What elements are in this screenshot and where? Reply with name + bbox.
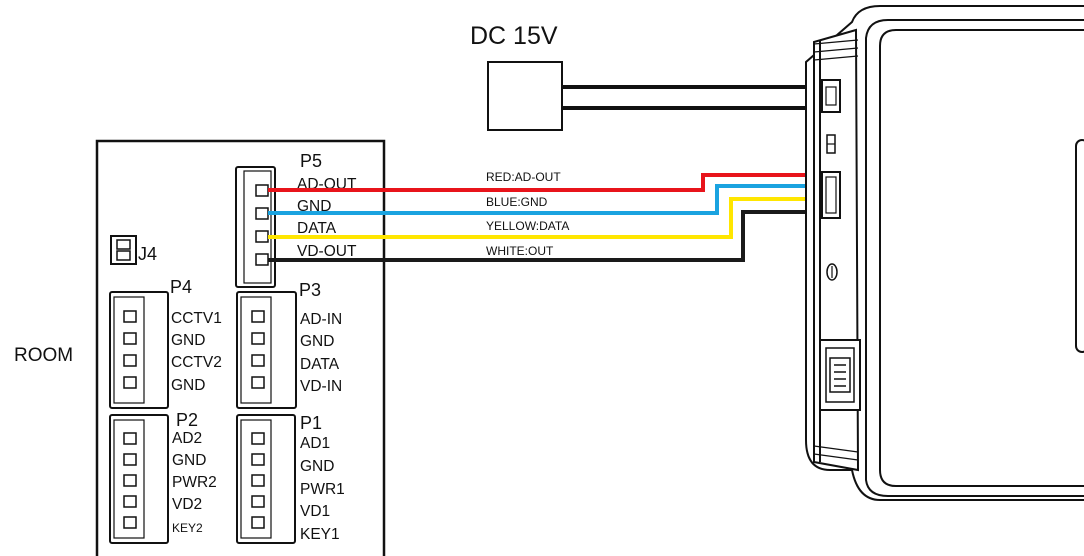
p3-pin-label: DATA	[300, 356, 340, 373]
connector-p2	[109, 414, 169, 544]
p4-pin-label: GND	[171, 332, 205, 349]
p1-pin-label: AD1	[300, 435, 330, 452]
power-label: DC 15V	[470, 22, 558, 50]
wire-red-ad-out	[268, 173, 822, 192]
p1-pin	[251, 516, 265, 529]
p1-label: P1	[300, 413, 322, 433]
p2-pin	[123, 432, 137, 445]
monitor-device	[805, 5, 1084, 501]
p5-pin-label: VD-OUT	[297, 243, 357, 260]
p3-pin	[251, 376, 265, 389]
p2-pin	[123, 495, 137, 508]
connector-p4	[109, 291, 169, 409]
j4-jumper	[110, 235, 137, 265]
p1-pin	[251, 474, 265, 487]
p2-pin-label: VD2	[172, 496, 202, 513]
p3-pin-label: AD-IN	[300, 311, 342, 328]
p1-pin	[251, 495, 265, 508]
p4-pin-label: CCTV1	[171, 310, 222, 327]
p2-pin	[123, 453, 137, 466]
p3-pin	[251, 332, 265, 345]
p1-pin-label: KEY1	[300, 526, 340, 543]
p3-pin-label: GND	[300, 333, 334, 350]
p1-pin	[251, 453, 265, 466]
wire-yellow-data	[268, 197, 822, 239]
p3-pin-label: VD-IN	[300, 378, 342, 395]
wire-label-yellow: YELLOW:DATA	[486, 219, 569, 233]
wire-blue-gnd	[268, 184, 822, 215]
p2-pin-label: AD2	[172, 430, 202, 447]
power-supply-box	[487, 61, 563, 131]
p4-label: P4	[170, 277, 192, 297]
connector-p3	[236, 291, 297, 409]
room-label: ROOM	[14, 345, 73, 366]
wire-label-white: WHITE:OUT	[486, 244, 554, 258]
p5-pin	[255, 207, 269, 220]
p5-pin-label: DATA	[297, 220, 337, 237]
p2-pin-label: KEY2	[172, 521, 203, 535]
p2-pin-label: GND	[172, 452, 206, 469]
p2-pin-label: PWR2	[172, 474, 217, 491]
j4-label: J4	[138, 244, 157, 264]
p4-pin-label: GND	[171, 377, 205, 394]
p5-pin	[255, 230, 269, 243]
p4-pin	[123, 354, 137, 367]
p1-pin	[251, 432, 265, 445]
monitor-switch	[826, 134, 836, 154]
p5-pin-label: GND	[297, 198, 331, 215]
p2-pin	[123, 516, 137, 529]
p3-pin	[251, 310, 265, 323]
p1-pin-label: GND	[300, 458, 334, 475]
p5-pin	[255, 184, 269, 197]
monitor-power-port	[821, 79, 841, 113]
connector-p1	[236, 414, 296, 544]
monitor-network-port	[819, 339, 861, 411]
p4-pin-label: CCTV2	[171, 354, 222, 371]
p3-pin	[251, 354, 265, 367]
p4-pin	[123, 310, 137, 323]
p4-pin	[123, 376, 137, 389]
connector-p5	[235, 166, 276, 288]
p2-label: P2	[176, 410, 198, 430]
p4-pin	[123, 332, 137, 345]
room-board	[95, 139, 386, 556]
p5-label: P5	[300, 151, 322, 171]
p2-pin	[123, 474, 137, 487]
monitor-round-button	[826, 263, 838, 281]
p1-pin-label: VD1	[300, 503, 330, 520]
p1-pin-label: PWR1	[300, 481, 345, 498]
p3-label: P3	[299, 280, 321, 300]
p5-pin	[255, 253, 269, 266]
wire-label-red: RED:AD-OUT	[486, 170, 561, 184]
wire-label-blue: BLUE:GND	[486, 195, 548, 209]
wire-white-out	[268, 210, 822, 262]
monitor-signal-port	[821, 171, 841, 219]
